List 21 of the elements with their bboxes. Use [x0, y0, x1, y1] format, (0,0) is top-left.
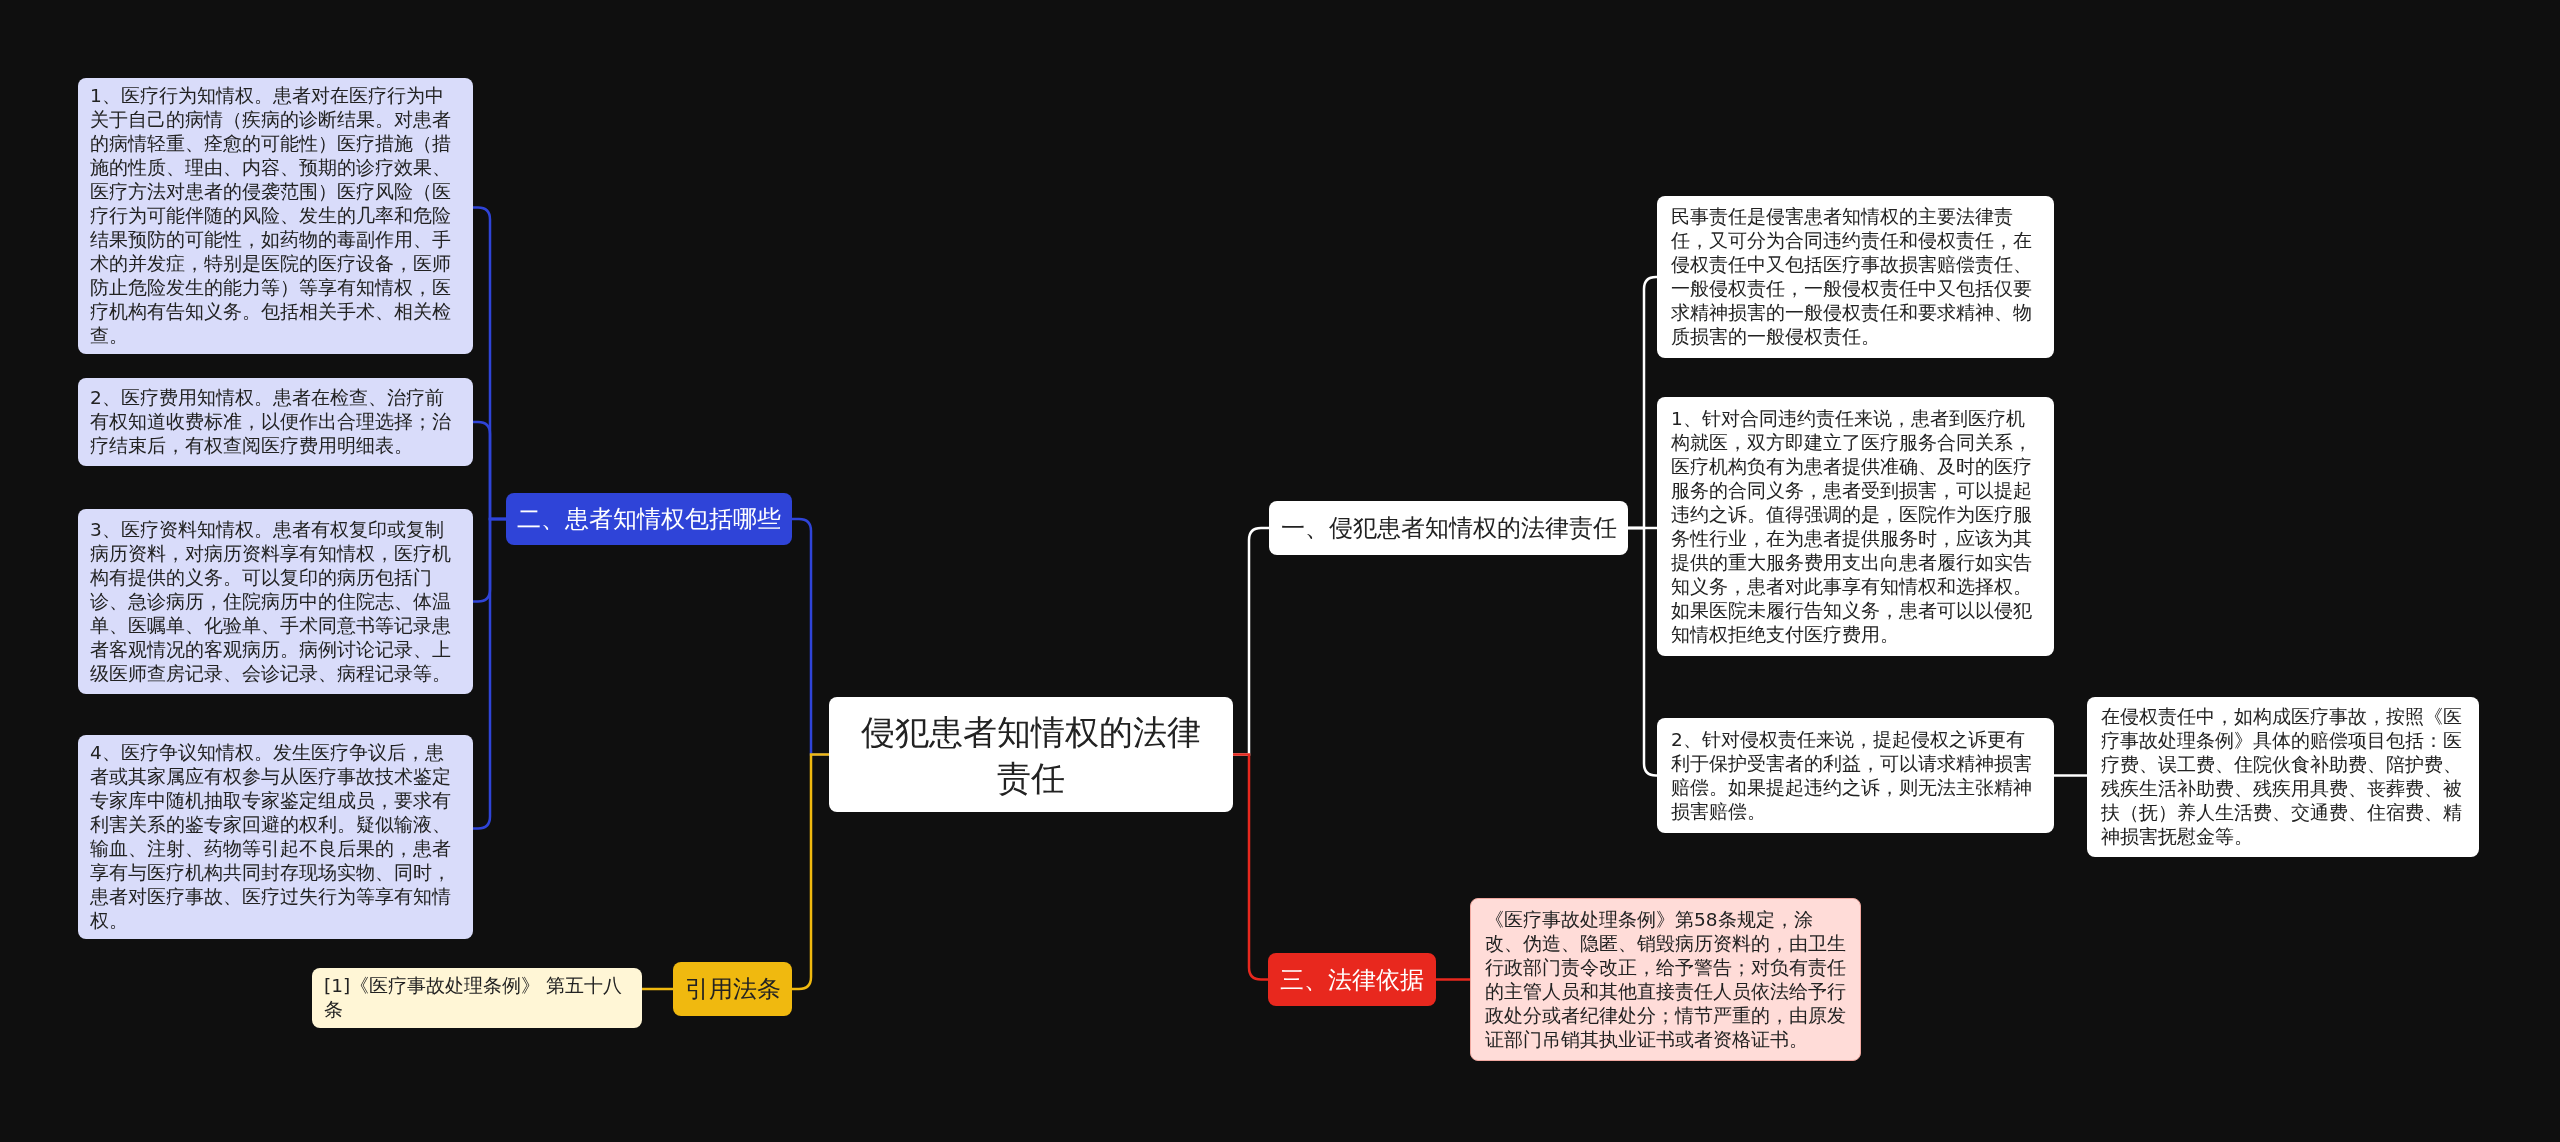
text-box: 1、医疗行为知情权。患者对在医疗行为中关于自己的病情（疾病的诊断结果。对患者的病情轻重、痊愈的可能性）医疗措施（措施的性质、理由、内容、预期的诊疗效果、医疗方法对患者的侵袭范围）医疗风险（医疗行为可能伴随的风险、发生的几率和危险结果预防的可能性，如药物的毒副作用、手术的并发症，特别是医院的医疗设备，医师防止危险发生的能力等）等享有知情权，医疗机构有告知义务。包括相关手术、相关检查。	[78, 78, 473, 354]
text-box: 2、医疗费用知情权。患者在检查、治疗前有权知道收费标准，以便作出合理选择；治疗结束后，有权查阅医疗费用明细表。	[78, 378, 473, 466]
connector-line	[1436, 978, 1470, 981]
text-box: 在侵权责任中，如构成医疗事故，按照《医疗事故处理条例》具体的赔偿项目包括：医疗费、误工费、住院伙食补助费、陪护费、残疾生活补助费、残疾用具费、丧葬费、被扶（抚）养人生活费、交通费、住宿费、精神损害抚慰金等。	[2087, 697, 2479, 857]
text-box: 《医疗事故处理条例》第58条规定，涂改、伪造、隐匿、销毁病历资料的，由卫生行政部门责令改正，给予警告；对负有责任的主管人员和其他直接责任人员依法给予行政处分或者纪律处分；情节严重的，由原发证部门吊销其执业证书或者资格证书。	[1470, 898, 1861, 1061]
text-box: 3、医疗资料知情权。患者有权复印或复制病历资料，对病历资料享有知情权，医疗机构有提供的义务。可以复印的病历包括门诊、急诊病历，住院病历中的住院志、体温单、医嘱单、化验单、手术同意书等记录患者客观情况的客观病历。病例讨论记录、上级医师查房记录、会诊记录、病程记录等。	[78, 509, 473, 694]
connector-line	[642, 987, 673, 991]
central-topic-box: 侵犯患者知情权的法律责任	[829, 697, 1233, 812]
text-box: 1、针对合同违约责任来说，患者到医疗机构就医，双方即建立了医疗服务合同关系，医疗机构负有为患者提供准确、及时的医疗服务的合同义务，患者受到损害，可以提起违约之诉。值得强调的是，医院作为医疗服务性行业，在为患者提供服务时，应该为其提供的重大服务费用支出向患者履行如实告知义务，患者对此事享有知情权和选择权。如果医院未履行告知义务，患者可以以侵犯知情权拒绝支付医疗费用。	[1657, 397, 2054, 656]
topic-box: 三、法律依据	[1268, 953, 1436, 1006]
topic-box: 引用法条	[673, 962, 792, 1016]
connector-line	[2054, 774, 2087, 777]
topic-box: 一、侵犯患者知情权的法律责任	[1269, 501, 1628, 555]
text-box: 4、医疗争议知情权。发生医疗争议后，患者或其家属应有权参与从医疗事故技术鉴定专家库中随机抽取专家鉴定组成员，要求有利害关系的鉴专家回避的权利。疑似输液、输血、注射、药物等引起不良后果的，患者享有与医疗机构共同封存现场实物、同时，患者对医疗事故、医疗过失行为等享有知情权。	[78, 735, 473, 939]
connector-line	[792, 753, 829, 991]
text-box: 2、针对侵权责任来说，提起侵权之诉更有利于保护受害者的利益，可以请求精神损害赔偿。如果提起违约之诉，则无法主张精神损害赔偿。	[1657, 718, 2054, 833]
connector-line	[1628, 526, 1658, 777]
connector-line	[1233, 753, 1268, 981]
text-box: 民事责任是侵害患者知情权的主要法律责任，又可分为合同违约责任和侵权责任，在侵权责任中又包括医疗事故损害赔偿责任、一般侵权责任，一般侵权责任中又包括仅要求精神损害的一般侵权责任和要求精神、物质损害的一般侵权责任。	[1657, 196, 2054, 358]
topic-box: 二、患者知情权包括哪些	[506, 493, 792, 545]
reference-box: [1]《医疗事故处理条例》 第五十八条	[312, 968, 642, 1028]
